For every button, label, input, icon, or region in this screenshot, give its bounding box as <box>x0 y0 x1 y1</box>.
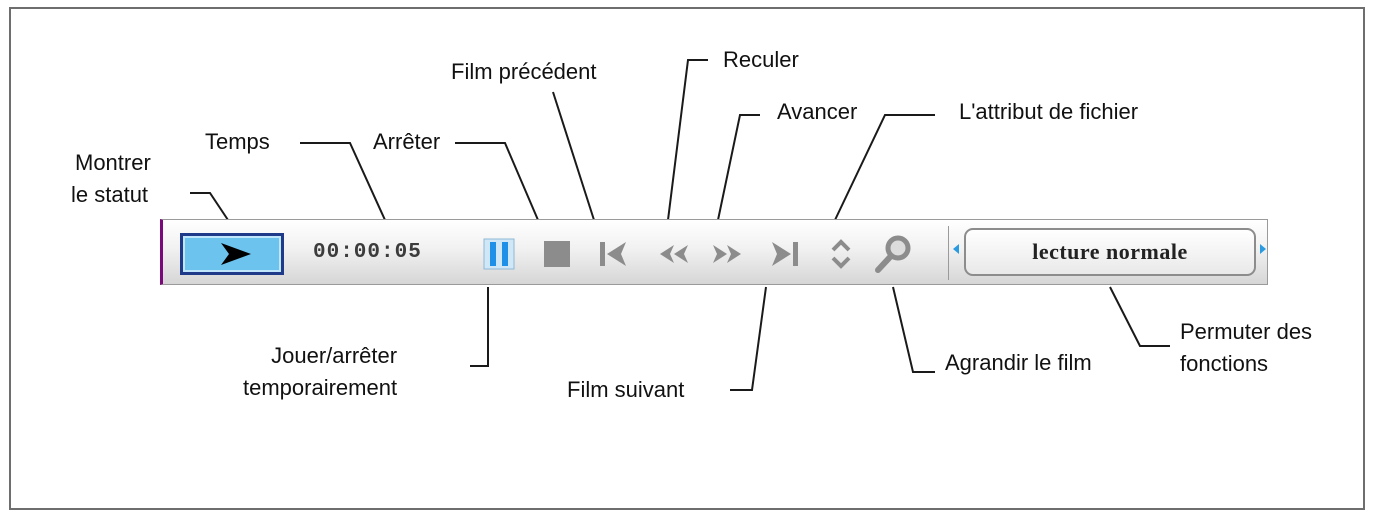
leader-agrandir <box>892 286 935 373</box>
time-display: 00:00:05 <box>313 241 422 264</box>
leader-permuter <box>1109 286 1170 347</box>
label-reculer: Reculer <box>723 47 799 72</box>
fast-forward-icon[interactable] <box>711 238 743 270</box>
stop-icon[interactable] <box>541 238 573 270</box>
label-montrer-le-statut: Montrer <box>75 147 151 179</box>
pause-icon[interactable] <box>483 238 515 270</box>
leader-reculer <box>667 59 708 221</box>
label-montrer-line1: Montrer <box>75 150 151 175</box>
skip-back-icon[interactable] <box>597 238 629 270</box>
skip-forward-icon[interactable] <box>769 238 801 270</box>
up-down-icon[interactable] <box>825 238 857 270</box>
leader-avancer <box>717 114 760 221</box>
label-permuter: Permuter des fonctions <box>1180 319 1313 376</box>
label-agrandir: Agrandir le film <box>945 350 1092 375</box>
label-temps: Temps <box>205 129 270 154</box>
label-arreter: Arrêter <box>373 129 441 154</box>
label-attribut-fichier: L'attribut de fichier <box>959 99 1139 124</box>
label-avancer: Avancer <box>777 99 858 124</box>
leader-arreter <box>455 142 539 221</box>
show-status-button[interactable] <box>180 233 284 275</box>
play-arrow-icon <box>221 243 251 265</box>
leader-film-suivant <box>730 286 767 391</box>
leader-film-precedent <box>552 91 595 221</box>
label-film-suivant: Film suivant <box>567 377 685 402</box>
mode-right-arrow-icon[interactable] <box>1259 243 1267 255</box>
mode-left-arrow-icon[interactable] <box>952 243 960 255</box>
mode-toggle-button[interactable]: lecture normale <box>964 228 1256 276</box>
leader-jouer-arreter <box>470 287 489 367</box>
toolbar-separator <box>948 226 949 280</box>
label-le-statut: le statut <box>71 182 149 207</box>
label-film-precedent: Film précédent <box>451 59 597 84</box>
magnifier-icon[interactable] <box>873 234 913 274</box>
leader-montrer-le-statut <box>190 192 229 221</box>
leader-attribut-fichier <box>834 114 935 221</box>
rewind-icon[interactable] <box>658 238 690 270</box>
player-toolbar: 00:00:05 lecture normale <box>160 219 1268 285</box>
label-jouer-arreter: Jouer/arrêter temporairement <box>243 343 398 400</box>
leader-temps <box>300 142 386 221</box>
